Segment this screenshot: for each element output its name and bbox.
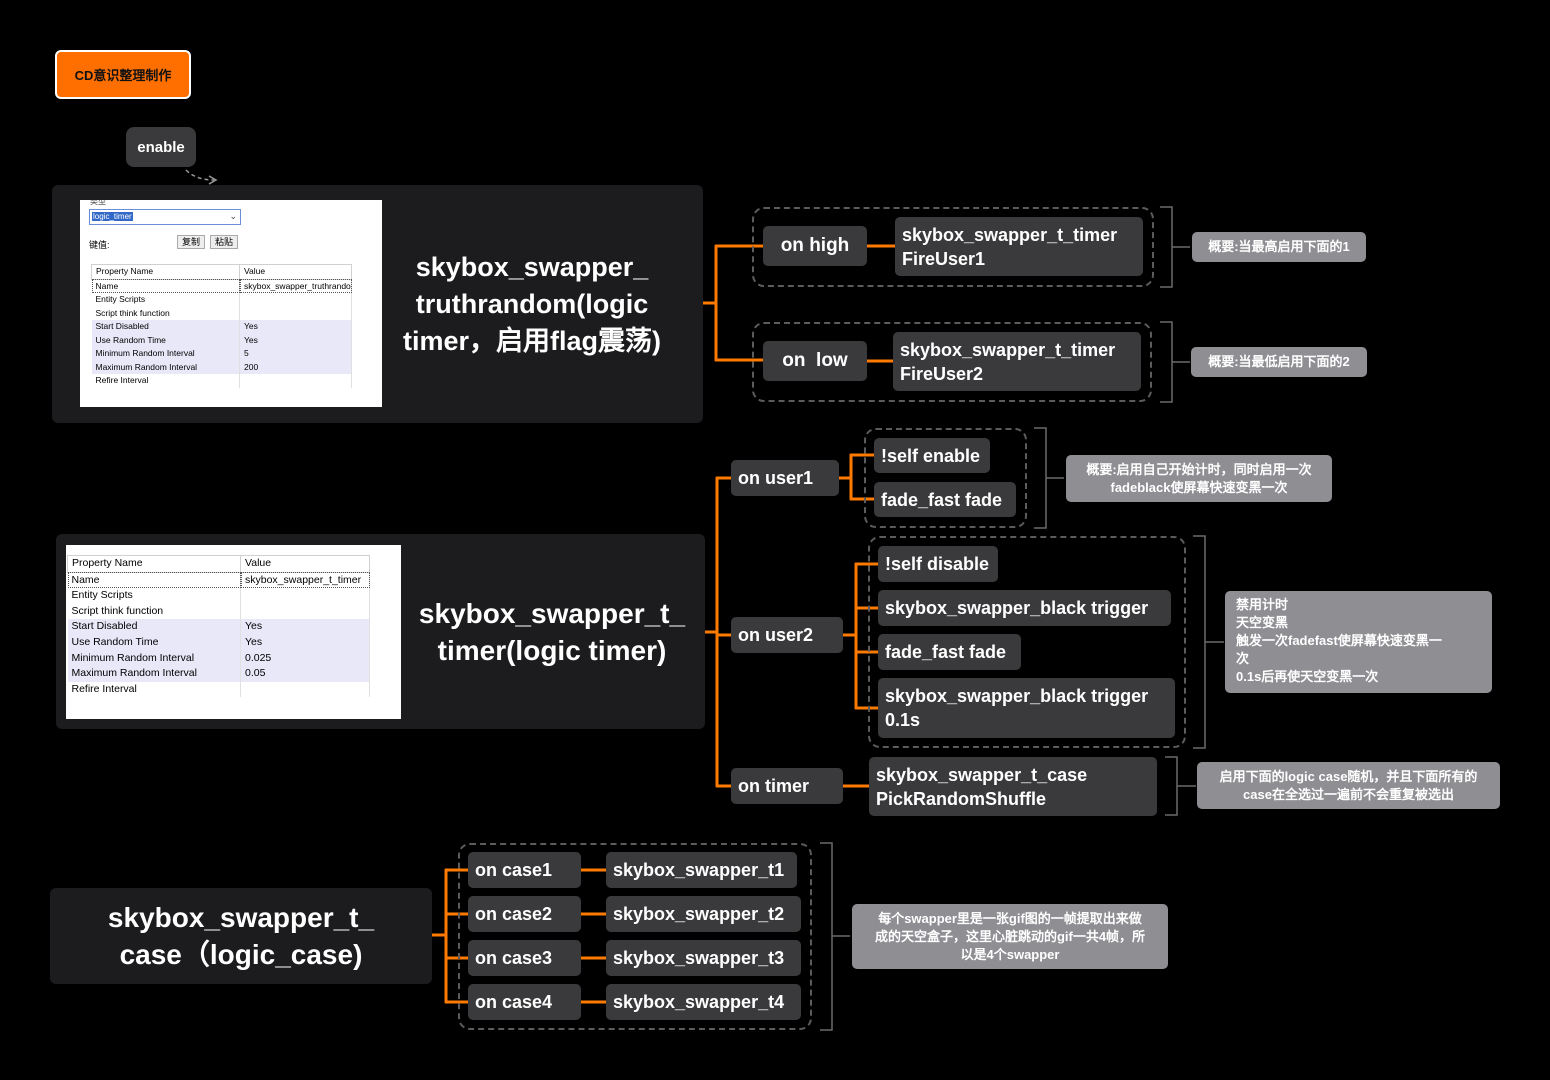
truthrandom-card[interactable]: 类型 logic_timer ⌄ 键值: 复制 粘贴 Property Name…	[52, 185, 703, 423]
edge-card1-trunk	[701, 244, 718, 362]
table-row[interactable]: Entity Scripts	[91, 293, 352, 307]
edge-card3-trunk	[430, 868, 448, 1004]
table-row[interactable]: Entity Scripts	[67, 588, 370, 604]
type-label: 类型	[90, 200, 106, 206]
on-user1-output[interactable]: on user1	[731, 460, 839, 496]
table-row[interactable]: Script think function	[91, 306, 352, 320]
bracket-cases	[820, 842, 850, 1031]
swapper-t1-target[interactable]: skybox_swapper_t1	[606, 852, 797, 888]
table-row[interactable]: Script think function	[67, 603, 370, 620]
low-group	[752, 322, 1152, 402]
self-disable-target[interactable]: !self disable	[878, 546, 998, 582]
class-dropdown[interactable]: logic_timer ⌄	[89, 209, 241, 225]
on-case4-output[interactable]: on case4	[468, 984, 581, 1020]
case-card[interactable]: skybox_swapper_t_ case（logic_case)	[50, 888, 432, 984]
cases-group	[458, 843, 812, 1030]
fade-fast-target[interactable]: fade_fast fade	[874, 482, 1016, 517]
black-trigger-target[interactable]: skybox_swapper_black trigger	[878, 590, 1171, 626]
edge-user2-trunk	[841, 562, 858, 710]
bracket-high	[1160, 206, 1190, 288]
col-value: Value	[240, 555, 370, 573]
author-tag: CD意识整理制作	[55, 50, 191, 99]
high-group	[752, 207, 1154, 287]
black-trigger-delayed-target[interactable]: skybox_swapper_black trigger 0.1s	[878, 678, 1175, 738]
cases-note: 每个swapper里是一张gif图的一帧提取出来做 成的天空盒子，这里心脏跳动的…	[852, 904, 1168, 969]
high-target[interactable]: skybox_swapper_t_timer FireUser1	[895, 217, 1143, 276]
truthrandom-properties-panel: 类型 logic_timer ⌄ 键值: 复制 粘贴 Property Name…	[80, 200, 382, 407]
bracket-user2	[1193, 535, 1224, 749]
paste-button[interactable]: 粘贴	[210, 235, 238, 249]
copy-button[interactable]: 复制	[177, 235, 205, 249]
user2-group	[868, 536, 1186, 748]
case-shuffle-target[interactable]: skybox_swapper_t_case PickRandomShuffle	[869, 757, 1157, 816]
class-dropdown-value: logic_timer	[92, 212, 133, 221]
col-value: Value	[239, 264, 352, 280]
truthrandom-title: skybox_swapper_ truthrandom(logic timer，…	[402, 252, 662, 356]
table-row[interactable]: Refire Interval	[67, 681, 370, 698]
on-case2-output[interactable]: on case2	[468, 896, 581, 932]
timer-title: skybox_swapper_t_ timer(logic timer)	[418, 598, 686, 666]
enable-label: enable	[137, 138, 185, 156]
swapper-t2-target[interactable]: skybox_swapper_t2	[606, 896, 801, 932]
on-high-output[interactable]: on high	[763, 226, 867, 266]
enable-node[interactable]: enable	[126, 127, 196, 167]
user1-note: 概要:启用自己开始计时，同时启用一次 fadeblack使屏幕快速变黑一次	[1066, 455, 1332, 502]
user2-note: 禁用计时 天空变黑 触发一次fadefast使屏幕快速变黑一 次 0.1s后再使…	[1225, 591, 1492, 693]
low-note: 概要:当最低启用下面的2	[1191, 347, 1367, 377]
on-case1-output[interactable]: on case1	[468, 852, 581, 888]
col-property-name: Property Name	[67, 555, 241, 573]
enable-arrowhead	[208, 175, 218, 185]
fade-fast-target-2[interactable]: fade_fast fade	[878, 634, 1021, 670]
on-case3-output[interactable]: on case3	[468, 940, 581, 976]
author-tag-label: CD意识整理制作	[74, 68, 172, 83]
table-row[interactable]: Refire Interval	[91, 374, 352, 388]
chevron-down-icon: ⌄	[229, 211, 237, 221]
self-enable-target[interactable]: !self enable	[874, 438, 990, 473]
col-property-name: Property Name	[91, 264, 240, 280]
timer-note: 启用下面的logic case随机，并且下面所有的 case在全选过一遍前不会重…	[1197, 762, 1500, 809]
swapper-t4-target[interactable]: skybox_swapper_t4	[606, 984, 801, 1020]
high-note: 概要:当最高启用下面的1	[1192, 232, 1366, 262]
low-target[interactable]: skybox_swapper_t_timer FireUser2	[893, 332, 1141, 391]
edge-card2-trunk	[702, 476, 719, 788]
on-timer-output[interactable]: on timer	[731, 768, 843, 804]
key-label: 键值:	[89, 240, 110, 250]
edge-user1-trunk	[837, 453, 853, 501]
case-title: skybox_swapper_t_ case（logic_case)	[107, 902, 375, 970]
bracket-low	[1160, 321, 1190, 403]
bracket-timer	[1165, 756, 1196, 816]
swapper-t3-target[interactable]: skybox_swapper_t3	[606, 940, 801, 976]
on-low-output[interactable]: on low	[763, 341, 867, 381]
bracket-user1	[1034, 427, 1064, 529]
enable-arrow	[185, 169, 215, 181]
on-user2-output[interactable]: on user2	[731, 617, 843, 653]
user1-group	[864, 428, 1027, 528]
